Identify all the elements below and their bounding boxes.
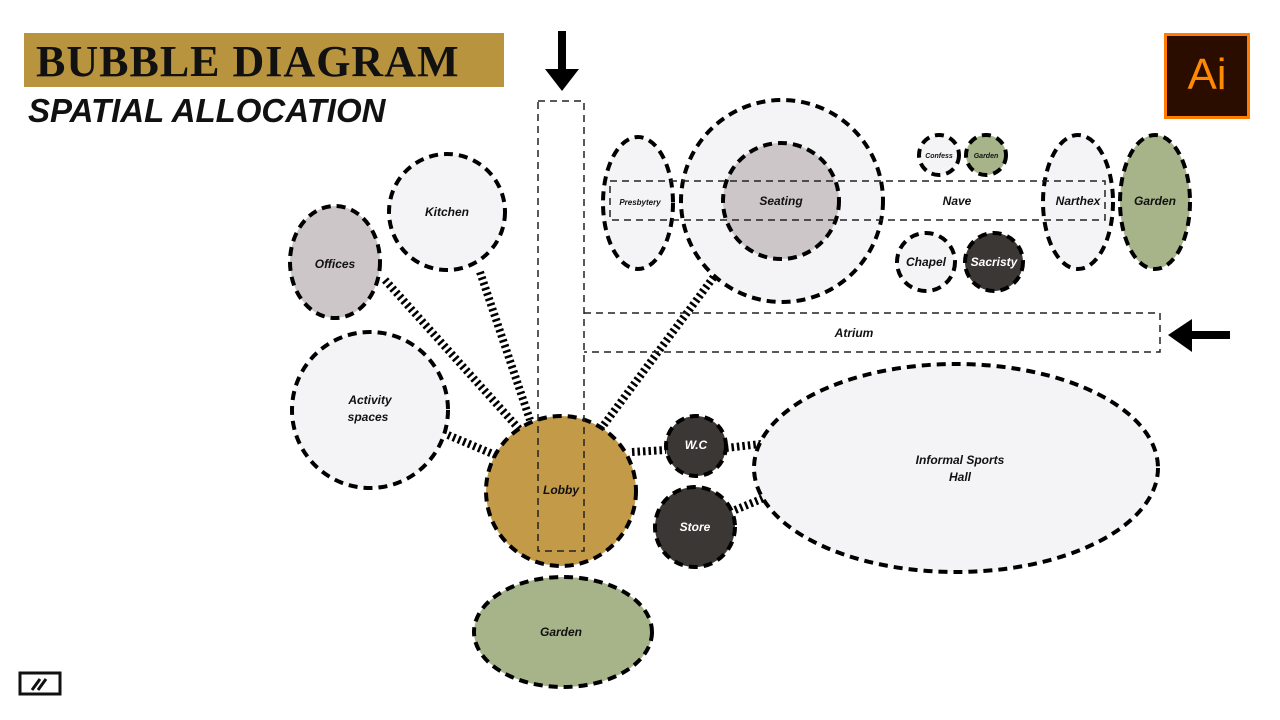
circulation-paths [537,100,1161,552]
label-sacristy: Sacristy [971,255,1019,269]
title-banner [24,33,504,87]
lobby-bubble [484,414,638,568]
label-lobby: Lobby [543,483,580,497]
sacristy-bubble [963,231,1025,293]
sports-hall-bubble [752,362,1160,574]
wc-bubble [664,414,728,478]
label-nave: Nave [943,194,972,208]
offices-bubble [288,204,382,320]
narthex-bubble [1041,133,1115,271]
page-subtitle: SPATIAL ALLOCATION [28,92,386,129]
label-activity-1: Activity [347,393,393,407]
axis-corridor [537,100,585,552]
label-chapel: Chapel [906,255,947,269]
label-narthex: Narthex [1056,194,1102,208]
link-lobby-wc [631,446,667,456]
label-store: Store [680,520,711,534]
labels: Offices Kitchen Activity spaces Lobby Ga… [315,153,1176,639]
link-seating-lobby [596,252,734,433]
seating-bubble [721,141,841,261]
illustrator-logo: Ai [1164,33,1250,119]
label-garden-small: Garden [974,153,999,160]
page-title: BUBBLE DIAGRAM [36,37,460,86]
label-wc: W.C [685,438,708,452]
kitchen-bubble [387,152,507,272]
chapel-bubble [895,231,957,293]
label-garden-bottom: Garden [540,625,582,639]
link-kitchen-lobby [476,270,534,422]
label-confess: Confess [925,153,953,160]
label-atrium: Atrium [834,326,874,340]
arrow-left-icon [1168,319,1230,352]
store-bubble [653,485,737,569]
atrium-path [584,312,1161,353]
confess-bubble [917,133,961,177]
label-kitchen: Kitchen [425,205,469,219]
presbytery-bubble [601,135,675,271]
label-sports-2: Hall [949,470,972,484]
garden-bottom-bubble [472,575,654,689]
label-offices: Offices [315,257,356,271]
logo-text: Ai [1187,50,1227,99]
nave-corridor [609,180,1106,221]
link-activity-lobby [446,431,497,459]
label-presbytery: Presbytery [619,198,661,207]
link-logo-icon [18,671,62,696]
label-seating: Seating [759,194,803,208]
arrow-down-icon [545,31,579,91]
garden-small-bubble [964,133,1008,177]
label-garden-right: Garden [1134,194,1176,208]
bubbles [288,98,1192,689]
label-sports-1: Informal Sports [916,453,1005,467]
garden-right-bubble [1118,133,1192,271]
activity-spaces-bubble [290,330,450,490]
label-activity-2: spaces [348,410,389,424]
entry-arrows [545,31,1230,352]
link-offices-lobby [382,277,523,433]
